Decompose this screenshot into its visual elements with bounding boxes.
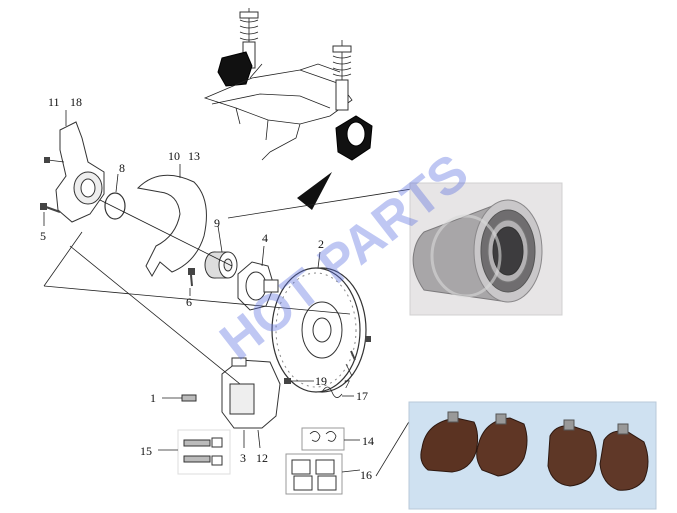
brake-pad-3 <box>547 425 597 487</box>
explosion-axis-lines <box>43 199 351 385</box>
right-strut <box>332 40 352 111</box>
brake-caliper <box>221 357 281 429</box>
callout-12: 12 <box>256 451 268 465</box>
callout-5: 5 <box>40 229 46 243</box>
knuckle-bolt <box>40 203 61 213</box>
callout-11: 11 <box>48 95 60 109</box>
wheel-bearing-drawing <box>204 251 238 279</box>
leader-lines <box>43 110 419 477</box>
wheel-hub <box>237 261 279 311</box>
pad-set-drawing <box>285 453 343 495</box>
bleed-screw <box>181 394 197 402</box>
callout-8: 8 <box>119 161 125 175</box>
callout-labels: 11 18 8 10 13 5 9 6 4 2 7 19 17 1 15 3 1… <box>40 95 374 482</box>
callout-15: 15 <box>140 444 152 458</box>
guide-pin-kit <box>177 429 231 475</box>
callout-19: 19 <box>315 374 327 388</box>
caliper-screw <box>284 378 291 384</box>
callout-17: 17 <box>356 389 368 403</box>
callout-4: 4 <box>262 231 268 245</box>
callout-16: 16 <box>360 468 372 482</box>
callout-10: 10 <box>168 149 180 163</box>
disc-bolt <box>350 336 371 361</box>
callout-1: 1 <box>150 391 156 405</box>
snap-ring <box>104 192 126 220</box>
shield-bolt <box>188 268 195 287</box>
brake-disc <box>271 267 367 393</box>
suspension-subframe-illustration <box>203 8 373 210</box>
callout-14: 14 <box>362 434 374 448</box>
steering-knuckle <box>44 121 105 223</box>
pointer-arrow <box>297 172 332 210</box>
callout-2: 2 <box>318 237 324 251</box>
callout-13: 13 <box>188 149 200 163</box>
wheel-bearing-photo <box>409 182 563 316</box>
brake-pads-photo <box>408 401 657 510</box>
brake-pad-1 <box>420 417 479 473</box>
pad-clips <box>301 427 345 451</box>
callout-9: 9 <box>214 216 220 230</box>
spring-clip <box>321 386 343 398</box>
dust-shield <box>136 174 207 277</box>
callout-3: 3 <box>240 451 246 465</box>
callout-7: 7 <box>344 377 350 391</box>
left-knuckle-highlight <box>217 51 253 87</box>
callout-6: 6 <box>186 295 192 309</box>
callout-18: 18 <box>70 95 82 109</box>
brake-pad-4 <box>599 430 649 491</box>
